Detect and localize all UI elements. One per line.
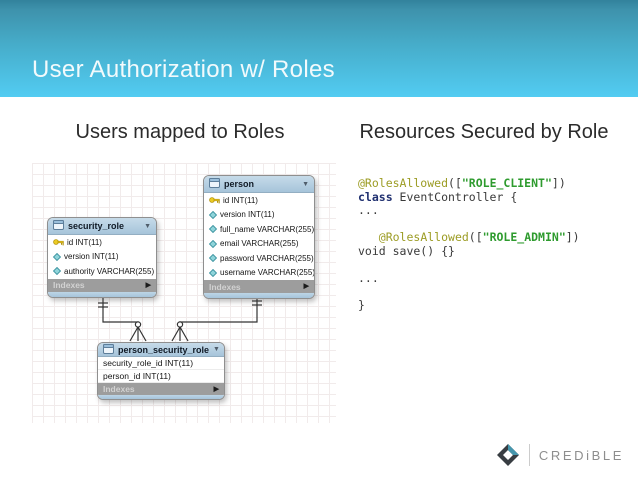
key-icon	[53, 238, 64, 246]
column-icon	[209, 210, 217, 219]
db-table-header: person_security_role▼	[98, 343, 224, 357]
code-line	[358, 285, 580, 299]
code-line: @RolesAllowed(["ROLE_CLIENT"])	[358, 176, 580, 191]
column-icon	[209, 239, 217, 248]
code-segment: void save() {}	[358, 243, 455, 258]
left-column-heading: Users mapped to Roles	[75, 121, 285, 143]
column-row: security_role_id INT(11)	[98, 357, 224, 370]
dropdown-caret-icon: ▼	[144, 222, 151, 230]
logo-text: CREDiBLE	[538, 447, 624, 463]
column-row: email VARCHAR(255)	[204, 237, 314, 252]
indexes-label: Indexes	[103, 384, 135, 394]
slide-title: User Authorization w/ Roles	[32, 56, 335, 83]
column-label: authority VARCHAR(255)	[64, 266, 155, 276]
code-segment: ])	[551, 176, 566, 190]
code-segment: @RolesAllowed	[358, 176, 449, 190]
db-table-header: person ▼	[204, 176, 314, 193]
code-line: }	[358, 297, 580, 313]
code-line	[358, 258, 580, 272]
column-row: full_name VARCHAR(255)	[204, 222, 314, 237]
code-segment: ...	[358, 203, 379, 217]
code-line: class EventController {	[358, 189, 580, 205]
column-label: full_name VARCHAR(255)	[220, 224, 315, 234]
column-row: person_id INT(11)	[98, 370, 224, 383]
code-segment: @RolesAllowed	[378, 230, 469, 244]
column-row: authority VARCHAR(255)	[48, 264, 156, 279]
indexes-footer: Indexes ▶	[98, 383, 224, 395]
credible-logo: CREDiBLE	[496, 443, 624, 467]
code-segment: ])	[565, 230, 580, 244]
column-label: security_role_id INT(11)	[103, 358, 194, 368]
right-column-heading: Resources Secured by Role	[359, 121, 609, 143]
column-icon	[209, 268, 217, 277]
code-line: @RolesAllowed(["ROLE_ADMIN"])	[358, 230, 580, 245]
indexes-footer: Indexes ▶	[204, 280, 314, 293]
column-row: id INT(11)	[48, 235, 156, 250]
db-table-header: security_role ▼	[48, 218, 156, 235]
table-bottom-strip	[98, 395, 224, 399]
expand-arrow-icon: ▶	[213, 385, 219, 393]
column-row: username VARCHAR(255)	[204, 266, 314, 281]
indexes-footer: Indexes ▶	[48, 278, 156, 292]
code-segment: "ROLE_CLIENT"	[461, 176, 552, 190]
code-segment: ...	[358, 270, 379, 285]
code-segment: }	[358, 297, 365, 312]
column-label: person_id INT(11)	[103, 371, 171, 381]
column-label: version INT(11)	[64, 252, 119, 262]
table-icon	[209, 178, 220, 190]
relationship-connectors	[98, 294, 262, 342]
code-line: ...	[358, 270, 580, 286]
column-row: version INT(11)	[48, 250, 156, 265]
code-segment: "ROLE_ADMIN"	[482, 230, 566, 244]
table-bottom-strip	[204, 293, 314, 298]
column-label: username VARCHAR(255)	[220, 268, 315, 278]
column-row: version INT(11)	[204, 208, 314, 223]
key-icon	[209, 196, 220, 204]
code-segment	[358, 230, 379, 244]
db-table-name: person	[224, 179, 255, 189]
column-icon	[53, 252, 61, 261]
title-banner: User Authorization w/ Roles	[0, 0, 638, 97]
er-diagram-panel: security_role ▼ id INT(11) version INT(11) a…	[32, 163, 336, 423]
column-label: version INT(11)	[220, 210, 275, 220]
db-table-name: person_security_role	[118, 344, 210, 355]
table-icon	[53, 220, 64, 232]
db-table-person: person ▼ id INT(11) version INT(11) full_nam…	[203, 175, 315, 299]
expand-arrow-icon: ▶	[145, 281, 151, 289]
code-segment: EventController {	[392, 189, 518, 204]
indexes-label: Indexes	[209, 281, 241, 292]
column-icon	[209, 225, 217, 234]
code-line: void save() {}	[358, 243, 580, 259]
column-row: password VARCHAR(255)	[204, 251, 314, 266]
code-segment: class	[358, 189, 393, 204]
dropdown-caret-icon: ▼	[213, 346, 220, 353]
dropdown-caret-icon: ▼	[302, 180, 309, 188]
expand-arrow-icon: ▶	[303, 283, 309, 290]
indexes-label: Indexes	[53, 280, 85, 290]
db-table-security_role: security_role ▼ id INT(11) version INT(11) a…	[47, 217, 157, 298]
logo-divider	[528, 444, 530, 466]
column-icon	[209, 254, 217, 263]
column-row: id INT(11)	[204, 193, 314, 208]
column-label: email VARCHAR(255)	[220, 239, 299, 249]
db-table-name: security_role	[68, 221, 125, 231]
code-block: @RolesAllowed(["ROLE_CLIENT"])class Even…	[358, 176, 580, 313]
column-label: id INT(11)	[223, 195, 258, 205]
column-label: password VARCHAR(255)	[220, 253, 314, 263]
code-segment: ([	[468, 230, 483, 244]
code-line	[358, 218, 580, 232]
code-line: ...	[358, 203, 580, 218]
column-label: id INT(11)	[67, 237, 102, 247]
column-icon	[53, 267, 61, 276]
code-segment: ([	[448, 176, 462, 190]
table-bottom-strip	[48, 291, 156, 297]
db-table-person_security_role: person_security_role▼security_role_id IN…	[97, 342, 225, 400]
table-icon	[103, 343, 114, 356]
diamond-logo-icon	[496, 444, 519, 466]
